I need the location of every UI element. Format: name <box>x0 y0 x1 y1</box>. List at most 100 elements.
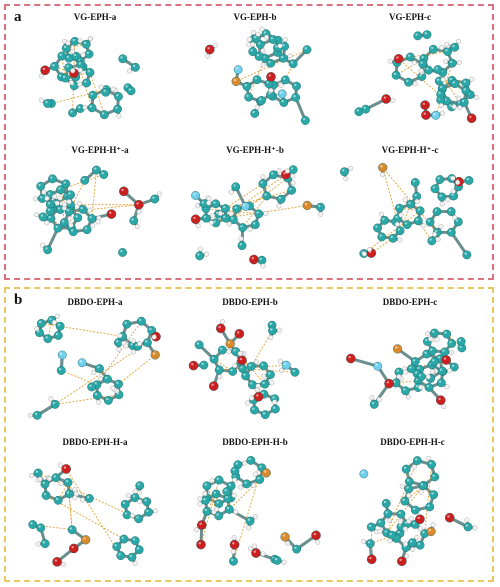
carbon-atom <box>424 65 433 75</box>
atom-highlight <box>149 327 152 331</box>
atom-highlight <box>268 60 271 64</box>
atom-highlight <box>371 401 375 405</box>
atom-highlight <box>367 541 371 544</box>
molecule-model <box>188 319 300 420</box>
carbon-atom <box>99 110 109 120</box>
carbon-atom <box>230 466 240 476</box>
carbon-atom <box>416 372 426 381</box>
carbon-atom <box>442 329 452 339</box>
oxygen-atom <box>61 464 71 474</box>
nitrogen-atom <box>233 65 243 75</box>
carbon-atom <box>201 496 211 505</box>
carbon-atom <box>101 87 111 97</box>
atom-highlight <box>243 203 246 207</box>
carbon-atom <box>119 534 129 544</box>
hydrogen-atom <box>439 45 445 51</box>
hydrogen-atom <box>414 534 420 540</box>
hydrogen-bond-line <box>242 195 268 228</box>
atom-highlight <box>380 165 383 168</box>
hydrogen-atom <box>251 482 257 488</box>
atom-highlight <box>418 374 422 377</box>
hydrogen-bond-line <box>89 72 105 115</box>
carbon-atom <box>450 42 460 52</box>
atom-highlight <box>259 257 262 261</box>
atom-highlight <box>213 220 216 223</box>
atom-highlight <box>259 465 262 468</box>
atom-highlight <box>69 527 73 530</box>
carbon-atom <box>144 507 153 517</box>
oxygen-atom <box>190 214 201 225</box>
atoms <box>346 328 467 410</box>
hydrogen-atom <box>285 540 291 546</box>
atom-highlight <box>121 188 124 192</box>
hydrogen-atom <box>386 517 392 523</box>
atom-highlight <box>282 534 286 537</box>
atom-highlight <box>216 513 219 516</box>
carbon-atom <box>424 383 434 392</box>
atom-highlight <box>408 201 411 205</box>
atom-highlight <box>94 392 98 396</box>
carbon-atom <box>36 523 46 533</box>
structure-title: DBDO-EPH-a <box>67 297 123 307</box>
hydrogen-atom <box>152 508 158 514</box>
carbon-atom <box>48 174 57 184</box>
hydrogen-atom <box>425 374 431 380</box>
nitrogen-atom <box>241 201 250 211</box>
carbon-atom <box>380 215 390 225</box>
carbon-atom <box>428 346 437 356</box>
hydrogen-atom <box>46 476 52 482</box>
hydrogen-atom <box>445 197 451 203</box>
carbon-atom <box>427 460 436 469</box>
carbon-atom <box>252 75 262 85</box>
hydrogen-atom <box>254 104 260 110</box>
hydrogen-atom <box>246 525 252 531</box>
hydrogen-atom <box>51 319 57 325</box>
hydrogen-atom <box>130 513 136 519</box>
hydrogen-atom <box>348 165 354 171</box>
structure-cell: DBDO-EPH-H-b <box>180 437 330 577</box>
atom-highlight <box>278 196 282 200</box>
hydrogen-atom <box>418 489 424 495</box>
atom-highlight <box>432 474 435 477</box>
hydrogen-atom <box>441 404 447 410</box>
carbon-atom <box>430 328 439 338</box>
atom-highlight <box>417 542 421 546</box>
atom-highlight <box>42 541 46 544</box>
hydrogen-atom <box>35 541 41 547</box>
hydrogen-atom <box>44 220 50 226</box>
atom-highlight <box>247 518 251 521</box>
hydrogen-bond-line <box>233 467 263 562</box>
atom-highlight <box>397 228 401 231</box>
structure-title: DBDO-EPH-H-b <box>222 437 288 447</box>
hydrogen-atom <box>198 246 204 252</box>
atom-highlight <box>207 47 210 50</box>
atom-highlight <box>75 215 78 218</box>
carbon-atom <box>395 203 404 213</box>
structure-cell: DBDO-EPH-H-c <box>340 437 485 577</box>
carbon-atom <box>287 185 297 195</box>
carbon-atom <box>120 499 130 509</box>
carbon-atom <box>228 366 238 376</box>
atom-highlight <box>439 85 443 89</box>
atom-highlight <box>94 167 97 170</box>
hydrogen-atom <box>37 476 43 482</box>
atom-highlight <box>240 366 243 369</box>
atom-highlight <box>251 257 254 260</box>
atom-highlight <box>82 177 85 181</box>
hydrogen-atom <box>95 219 101 225</box>
hydrogen-atom <box>414 198 420 204</box>
oxygen-atom <box>188 360 199 371</box>
hydrogen-atom <box>209 478 215 484</box>
carbon-atom <box>73 213 83 223</box>
atom-highlight <box>87 495 90 499</box>
molecule-model <box>204 26 312 125</box>
atom-highlight <box>132 64 136 68</box>
atom-highlight <box>58 187 61 190</box>
hydrogen-atom <box>197 496 203 502</box>
hydrogen-bond-line <box>424 464 433 534</box>
carbon-atom <box>292 544 302 554</box>
carbon-atom <box>68 108 77 118</box>
carbon-atom <box>410 178 420 187</box>
hydrogen-atom <box>376 397 382 403</box>
atom-highlight <box>244 83 247 87</box>
